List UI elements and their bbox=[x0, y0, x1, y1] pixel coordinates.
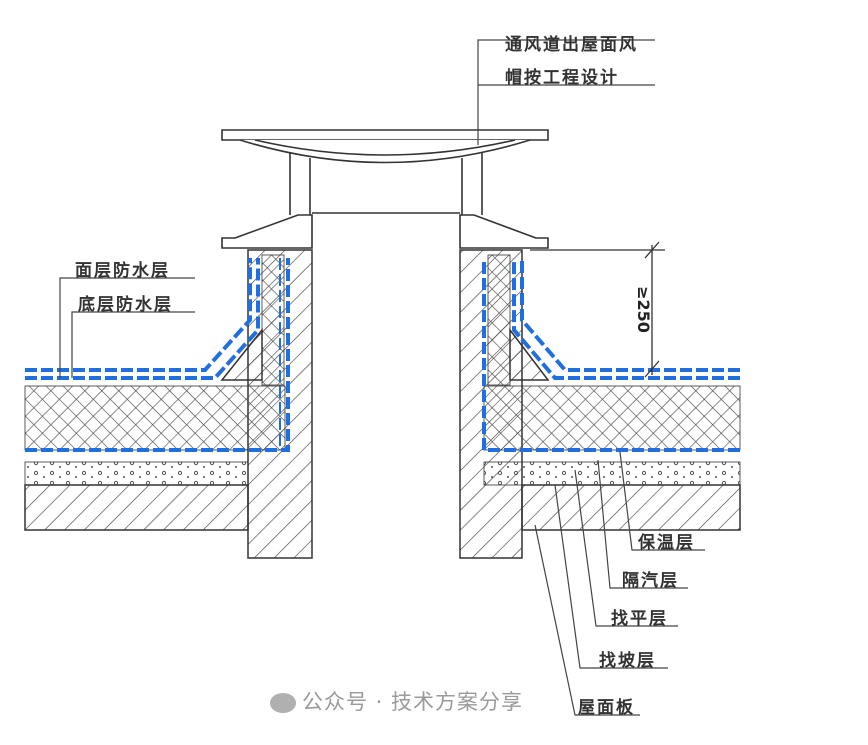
label-leveling: 找平层 bbox=[611, 609, 668, 629]
watermark-text: 公众号 · 技术方案分享 bbox=[302, 690, 524, 714]
label-slope: 找坡层 bbox=[599, 651, 656, 671]
label-bottom-waterproof: 底层防水层 bbox=[78, 295, 173, 315]
label-vent-note-1: 通风道出屋面风 bbox=[505, 35, 638, 55]
vent-cap bbox=[221, 129, 549, 249]
label-vapor-barrier: 隔汽层 bbox=[622, 571, 679, 591]
watermark: 公众号 · 技术方案分享 bbox=[270, 686, 523, 716]
left-roof-section bbox=[24, 249, 313, 559]
dimension-line bbox=[530, 241, 665, 378]
right-roof-section bbox=[459, 249, 741, 559]
label-roof-slab: 屋面板 bbox=[578, 698, 635, 718]
label-top-waterproof: 面层防水层 bbox=[75, 261, 170, 281]
label-insulation: 保温层 bbox=[638, 533, 695, 553]
wechat-icon bbox=[270, 693, 296, 713]
leader-lines bbox=[59, 39, 705, 716]
dimension-label: ≥250 bbox=[633, 286, 653, 333]
label-vent-note-2: 帽按工程设计 bbox=[505, 68, 619, 88]
